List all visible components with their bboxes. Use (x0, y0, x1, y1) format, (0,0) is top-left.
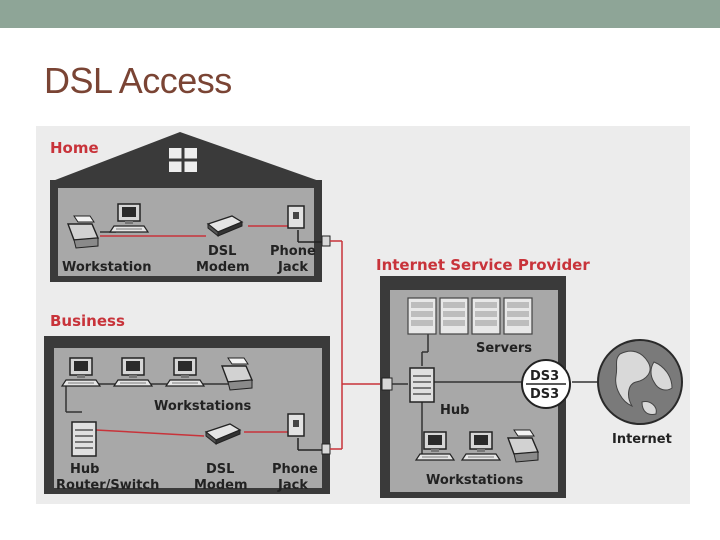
home-wall-port (321, 235, 331, 247)
isp-hub-label: Hub (440, 403, 469, 418)
phone-lines (330, 240, 382, 450)
home-modem-label: Modem (196, 260, 250, 275)
business-dsl-label: DSL (206, 462, 234, 477)
phone-jack-icon (287, 413, 305, 437)
home-jack-label: Jack (277, 260, 308, 275)
business-hub-label: Hub (70, 462, 99, 477)
server-icon (503, 297, 533, 335)
ds3-bottom-label: DS3 (530, 387, 559, 402)
globe-icon (597, 339, 683, 425)
home-phone-label: Phone (270, 244, 316, 259)
internet-label: Internet (612, 432, 672, 447)
home-dsl-label: DSL (208, 244, 236, 259)
phone-jack-icon (287, 205, 305, 229)
business-wall-port (321, 443, 331, 455)
business-jack-label: Jack (277, 478, 308, 493)
server-icon (439, 297, 469, 335)
ds3-top-label: DS3 (530, 369, 559, 384)
business-title: Business (50, 312, 125, 330)
home-workstation-label: Workstation (62, 260, 151, 275)
home-title: Home (50, 139, 99, 157)
slide-title: DSL Access (44, 60, 232, 101)
isp-wall-port (381, 377, 393, 391)
isp-title: Internet Service Provider (376, 256, 590, 274)
house-window-icon (169, 148, 197, 172)
server-icon (407, 297, 437, 335)
ds3-circuit-icon (521, 359, 571, 409)
top-color-bar (0, 0, 720, 28)
isp-servers-label: Servers (476, 341, 532, 356)
hub-icon (409, 367, 435, 403)
isp-workstations-label: Workstations (426, 473, 523, 488)
hub-icon (71, 421, 97, 457)
business-modem-label: Modem (194, 478, 248, 493)
server-icon (471, 297, 501, 335)
network-diagram: Home Workstation DSL Modem Phone Jack Bu… (36, 126, 690, 504)
business-router-label: Router/Switch (56, 478, 159, 493)
business-phone-label: Phone (272, 462, 318, 477)
business-workstations-label: Workstations (154, 399, 251, 414)
